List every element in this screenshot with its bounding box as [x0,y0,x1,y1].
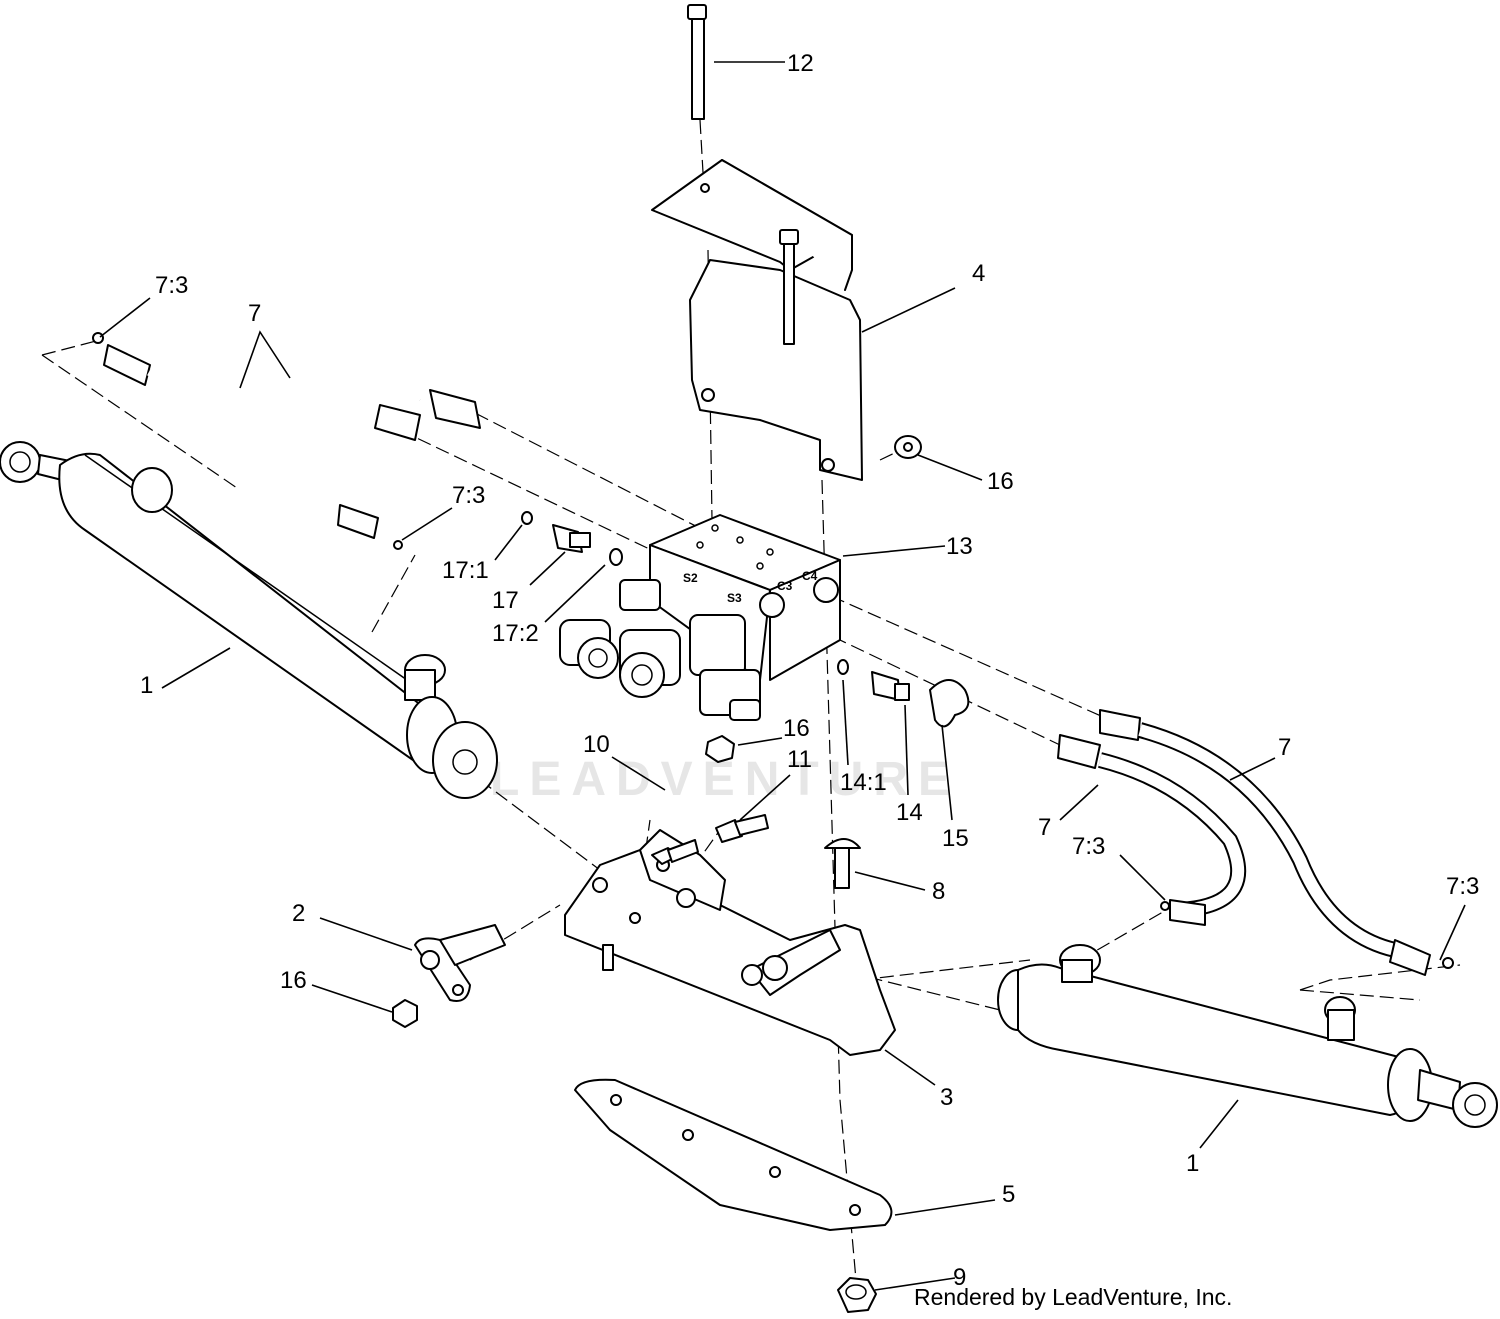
callout-12[interactable]: 12 [787,50,814,77]
bolt-11 [715,814,769,843]
bolt-12 [687,4,707,120]
bolt-10 [651,839,699,865]
callout-11[interactable]: 11 [787,746,812,773]
callout-7-3[interactable]: 7:3 [155,272,188,299]
callout-17-2[interactable]: 17:2 [492,620,539,647]
callout-8[interactable]: 8 [932,878,945,905]
flange-nut-16-top [894,435,922,459]
callout-labels: 12 4 16 13 7:3 7 7:3 17:1 17 17:2 1 10 1… [140,50,1479,1291]
pivot-frame-3 [564,829,896,1056]
callout-3[interactable]: 3 [940,1084,953,1111]
callout-10[interactable]: 10 [583,731,610,758]
callout-15[interactable]: 15 [942,825,969,852]
callout-9[interactable]: 9 [953,1264,966,1291]
callout-17-1[interactable]: 17:1 [442,557,489,584]
carriage-bolt-8 [824,838,861,889]
flange-nut-16-lower [392,999,418,1028]
callout-1[interactable]: 1 [140,672,153,699]
hydraulic-cylinder-1-left [0,441,498,799]
valve-manifold-13: S2 S3 C3 C4 [559,514,841,721]
dust-cap-15 [929,679,970,728]
callout-5[interactable]: 5 [1002,1181,1015,1208]
callout-14-1[interactable]: 14:1 [840,769,887,796]
pivot-pin-2 [414,924,506,1002]
hydraulic-hoses-7-left [92,332,481,550]
callout-4[interactable]: 4 [972,260,985,287]
callout-7-3[interactable]: 7:3 [1072,833,1105,860]
callout-7[interactable]: 7 [1038,814,1051,841]
credit-text: Rendered by LeadVenture, Inc. [914,1284,1233,1310]
callout-13[interactable]: 13 [946,533,973,560]
hydraulic-hoses-7-right [1057,709,1454,976]
callout-7[interactable]: 7 [1278,734,1291,761]
callout-7-3[interactable]: 7:3 [452,482,485,509]
port-label-s2: S2 [683,571,698,585]
fitting-14-group [837,659,910,701]
flange-nut-9 [837,1277,877,1313]
callout-7[interactable]: 7 [248,300,261,327]
fitting-17-group [521,511,623,566]
port-label-c4: C4 [802,569,818,583]
callout-14[interactable]: 14 [896,799,923,826]
mounting-bracket-4 [651,159,863,481]
port-label-s3: S3 [727,591,742,605]
callout-16[interactable]: 16 [987,468,1014,495]
leader-lines [99,61,1466,1291]
port-label-c3: C3 [777,579,793,593]
flange-nut-16-middle [705,735,735,763]
hydraulic-cylinder-1-right [997,944,1498,1128]
callout-17[interactable]: 17 [492,587,519,614]
callout-1[interactable]: 1 [1186,1150,1199,1177]
callout-7-3[interactable]: 7:3 [1446,873,1479,900]
callout-16[interactable]: 16 [783,715,810,742]
callout-2[interactable]: 2 [292,900,305,927]
skid-plate-5 [574,1078,893,1231]
callout-16[interactable]: 16 [280,967,307,994]
